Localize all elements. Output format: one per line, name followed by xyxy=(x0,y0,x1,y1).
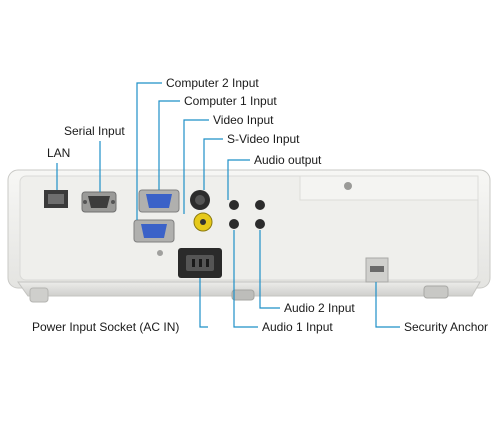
serial-input-label: Serial Input xyxy=(64,124,125,138)
lan-label: LAN xyxy=(47,146,71,160)
audio-output-label: Audio output xyxy=(254,153,322,167)
audio-output-leader-line xyxy=(227,159,250,200)
audio-1-input-label: Audio 1 Input xyxy=(262,320,333,334)
audio-2-input-label: Audio 2 Input xyxy=(284,301,355,315)
projector-body xyxy=(7,169,491,297)
lan-port-icon xyxy=(44,190,68,208)
security-anchor-leader-line xyxy=(375,282,400,328)
power-input-socket-label: Power Input Socket (AC IN) xyxy=(32,320,180,334)
audio-2-leader-line xyxy=(259,230,280,309)
security-anchor-label: Security Anchor xyxy=(404,320,489,334)
leader-lines xyxy=(56,82,400,328)
power-leader-line xyxy=(199,278,208,328)
video-input-label: Video Input xyxy=(213,113,274,127)
computer-1-leader-line xyxy=(158,100,180,190)
s-video-leader-line xyxy=(203,138,223,190)
s-video-port-icon xyxy=(190,190,210,210)
computer-2-input-label: Computer 2 Input xyxy=(166,76,259,90)
serial-port-icon xyxy=(81,191,117,213)
computer-1-vga-port-icon xyxy=(138,189,180,213)
computer-1-input-label: Computer 1 Input xyxy=(184,94,277,108)
projector-feet xyxy=(29,285,449,303)
s-video-input-label: S-Video Input xyxy=(227,132,300,146)
video-rca-port-icon xyxy=(193,212,213,232)
audio-1-leader-line xyxy=(233,230,258,328)
computer-2-leader-line xyxy=(136,82,162,220)
computer-2-vga-port-icon xyxy=(133,219,175,243)
security-anchor-icon xyxy=(365,257,389,283)
video-leader-line xyxy=(183,119,209,214)
screw-icon xyxy=(157,250,163,256)
audio-ports-icon xyxy=(229,200,265,229)
power-socket-icon xyxy=(178,248,222,278)
